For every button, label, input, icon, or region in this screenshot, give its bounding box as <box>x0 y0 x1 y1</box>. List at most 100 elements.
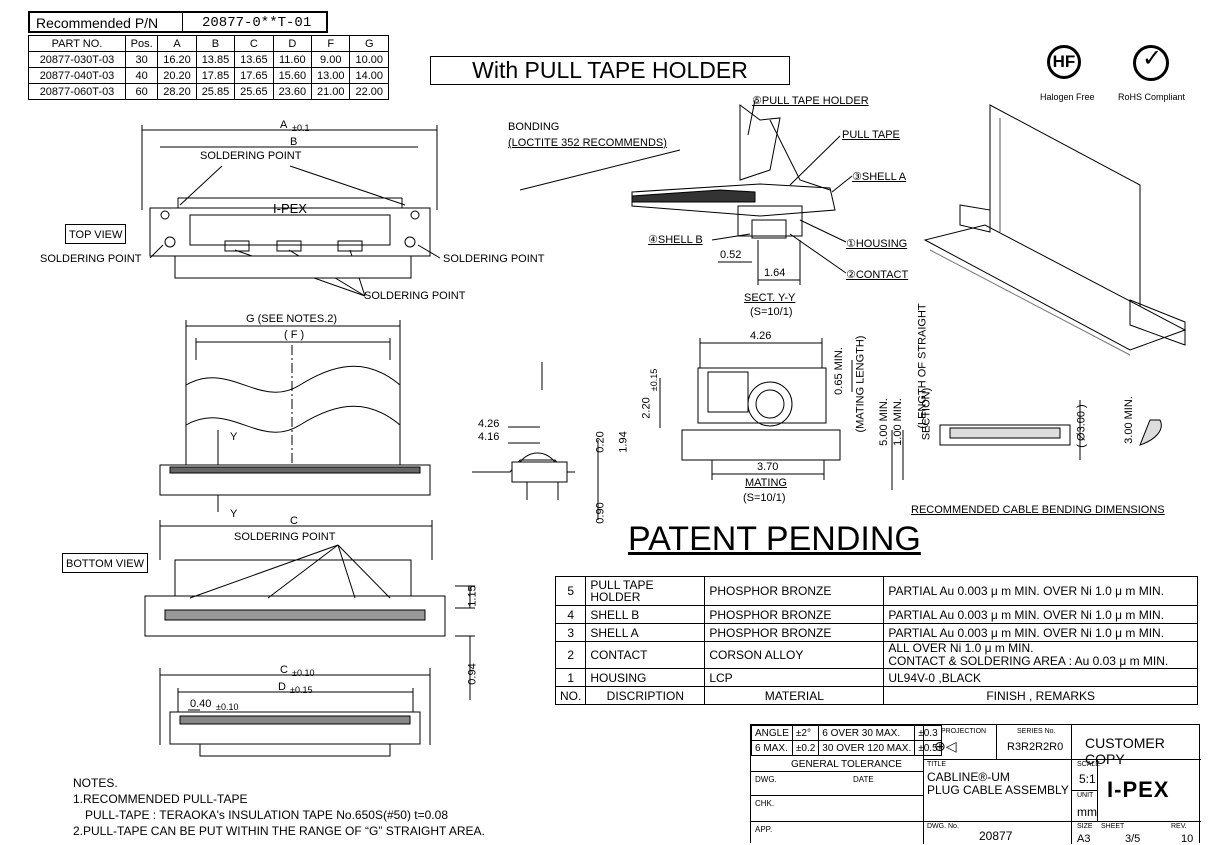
projection-icon: ⊕◁ <box>934 738 957 754</box>
y-mark: Y <box>230 431 238 443</box>
cell: 15.60 <box>272 67 313 84</box>
cell: PHOSPHOR BRONZE <box>704 605 885 624</box>
ipex-brand-top: I-PEX <box>273 201 307 216</box>
scale-value: 5:1 <box>1079 772 1096 786</box>
cell: 14.00 <box>349 67 389 84</box>
col-header: MATERIAL <box>704 686 885 705</box>
cable-view-drawing <box>159 320 431 512</box>
unit-label: UNIT <box>1077 792 1094 799</box>
cell: 23.60 <box>272 83 313 100</box>
mating-side-drawing <box>472 362 599 520</box>
mating-scale: (S=10/1) <box>743 492 786 504</box>
rev-value: 10 <box>1181 833 1194 845</box>
cell: SHELL B <box>585 605 706 624</box>
part2-label: ②CONTACT <box>846 269 909 281</box>
cell: 28.20 <box>157 83 197 100</box>
bonding-label: BONDING <box>508 121 560 133</box>
note-2: 2.PULL-TAPE CAN BE PUT WITHIN THE RANGE … <box>73 824 485 838</box>
size-value: A3 <box>1077 833 1091 845</box>
dim-500: 5.00 MIN. <box>877 398 890 446</box>
series-value: R3R2R2R0 <box>1007 741 1064 753</box>
divider <box>751 821 923 822</box>
dim-300-min: 3.00 MIN. <box>1122 396 1135 444</box>
divider <box>1071 790 1097 791</box>
note-1b: PULL-TAPE : TERAOKA's INSULATION TAPE No… <box>85 808 448 822</box>
date-label: DATE <box>853 775 874 784</box>
col-header: DISCRIPTION <box>585 686 706 705</box>
cell: 20877-060T-03 <box>28 83 126 100</box>
cell: 6 OVER 30 MAX. <box>818 725 916 741</box>
divider <box>996 725 997 759</box>
title-line-2: PLUG CABLE ASSEMBLY <box>927 783 1069 797</box>
divider <box>1071 725 1072 844</box>
dim-d-label: D <box>278 681 286 693</box>
app-label: APP. <box>755 825 773 834</box>
cell: 22.00 <box>349 83 389 100</box>
soldering-point-label: SOLDERING POINT <box>200 150 302 162</box>
cell: 20877-030T-03 <box>28 51 126 68</box>
title-line-1: CABLINE®-UM <box>927 770 1010 784</box>
dim-d-tol: ±0.15 <box>290 685 313 695</box>
dim-426: 4.26 <box>478 418 500 430</box>
cell: PARTIAL Au 0.003 μ m MIN. OVER Ni 1.0 μ … <box>883 576 1198 606</box>
soldering-point-label: SOLDERING POINT <box>40 253 142 265</box>
cell: LCP <box>704 668 885 687</box>
part1-label: ①HOUSING <box>846 238 908 250</box>
cell: 25.65 <box>234 83 274 100</box>
rohs-icon: ✓ <box>1133 45 1169 81</box>
pitch-label: 0.40 <box>190 698 212 710</box>
ipex-logo: I-PEX <box>1107 777 1170 802</box>
isometric-view-drawing <box>923 104 1187 356</box>
rev-label: REV. <box>1171 823 1187 830</box>
divider <box>923 759 1201 760</box>
title-block: ANGLE ±2° 6 OVER 30 MAX. ±0.3 6 MAX. ±0.… <box>750 724 1201 845</box>
dim-194: 1.94 <box>617 431 630 453</box>
cell: ±0.5 <box>914 740 942 756</box>
dim-065: 0.65 MIN. <box>832 347 845 395</box>
section-yy-drawing <box>519 99 853 285</box>
dim-g-label: G (SEE NOTES.2) <box>246 313 338 325</box>
cell: 3 <box>554 623 587 642</box>
cell: 30 OVER 120 MAX. <box>818 740 916 756</box>
cell: HOUSING <box>585 668 706 687</box>
cell: 1 <box>554 668 587 687</box>
general-tolerance: GENERAL TOLERANCE <box>791 759 902 770</box>
table-row: ANGLE ±2° 6 OVER 30 MAX. ±0.3 <box>751 725 942 741</box>
cell: 16.20 <box>157 51 197 68</box>
table-row: 5 PULL TAPE HOLDER PHOSPHOR BRONZE PARTI… <box>554 576 1198 606</box>
cell: PHOSPHOR BRONZE <box>704 576 885 606</box>
table-row: 3 SHELL A PHOSPHOR BRONZE PARTIAL Au 0.0… <box>554 623 1198 642</box>
dim-115: 1.15 <box>466 585 479 607</box>
sheet-value: 3/5 <box>1125 833 1141 845</box>
table-row: 2 CONTACT CORSON ALLOY ALL OVER Ni 1.0 μ… <box>554 641 1198 669</box>
cell: 2 <box>554 641 587 669</box>
projection-label: PROJECTION <box>941 728 987 735</box>
recommended-pn-box: Recommended P/N 20877-0**T-01 <box>28 11 328 33</box>
table-row: 6 MAX. ±0.2 30 OVER 120 MAX. ±0.5 <box>751 740 942 756</box>
dim-220: 2.20 <box>640 397 653 419</box>
table-row: 1 HOUSING LCP UL94V-0 ,BLACK <box>554 668 1198 687</box>
halogen-free-icon: HF <box>1047 45 1081 79</box>
dwg-label: DWG. <box>755 775 777 784</box>
dim-052: 0.52 <box>720 249 742 261</box>
col-header: PART NO. <box>28 35 126 52</box>
divider <box>923 725 924 844</box>
bottom-view-tag: BOTTOM VIEW <box>62 553 149 573</box>
cell: 17.65 <box>234 67 274 84</box>
banner-text: With PULL TAPE HOLDER <box>472 57 748 83</box>
cell: ±2° <box>791 725 820 741</box>
y-mark: Y <box>230 508 238 520</box>
cell: ANGLE <box>751 725 793 741</box>
mating-view-drawing <box>659 338 853 480</box>
mating-label: MATING <box>745 477 787 489</box>
side-view-drawing <box>159 668 431 757</box>
customer-copy: CUSTOMER COPY <box>1085 735 1165 767</box>
tolerance-table: ANGLE ±2° 6 OVER 30 MAX. ±0.3 6 MAX. ±0.… <box>751 725 942 756</box>
dim-094: 0.94 <box>466 663 479 685</box>
pitch-tol: ±0.10 <box>216 702 239 712</box>
hf-text: HF <box>1052 52 1076 71</box>
dim-a-label: A <box>280 119 288 131</box>
dim-416: 4.16 <box>478 431 500 443</box>
